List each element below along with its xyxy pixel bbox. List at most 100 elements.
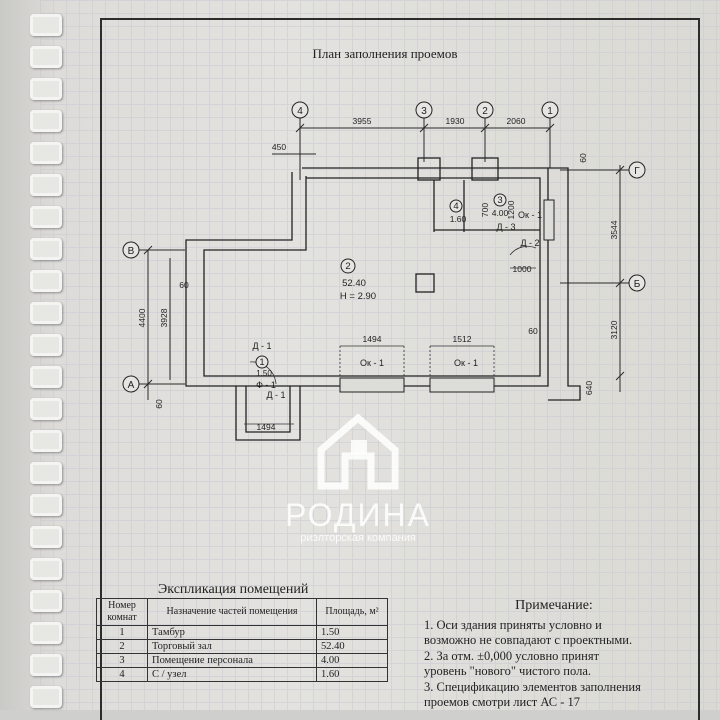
explication-table: Номер комнат Назначение частей помещения… xyxy=(96,598,388,682)
binding-ring xyxy=(30,686,62,708)
table-row: 2 Торговый зал 52.40 xyxy=(96,639,388,654)
dimension-tick xyxy=(615,371,625,381)
room-area: 1.50 xyxy=(256,369,272,378)
dimension-label: 60 xyxy=(179,280,189,290)
room-number: 3 xyxy=(497,195,502,206)
window-label: Ок - 1 xyxy=(360,358,384,368)
binding-ring xyxy=(30,366,62,388)
binding-ring xyxy=(30,270,62,292)
dimension-tick xyxy=(143,245,153,255)
watermark-name: РОДИНА xyxy=(285,497,431,533)
binding-ring xyxy=(30,174,62,196)
table-cell: 1 xyxy=(96,625,148,640)
table-row: 1 Тамбур 1.50 xyxy=(96,625,388,640)
table-cell: 1.60 xyxy=(316,667,388,682)
axis-label: В xyxy=(128,246,135,257)
window-ok1 xyxy=(543,199,555,241)
binding-ring xyxy=(30,494,62,516)
watermark: РОДИНА риэлторская компания xyxy=(258,410,458,544)
dimension-label: 1930 xyxy=(446,116,465,126)
binding-ring xyxy=(30,462,62,484)
door-label: Ф - 1 xyxy=(256,380,276,390)
binding-ring xyxy=(30,430,62,452)
table-cell: 4.00 xyxy=(316,653,388,668)
table-cell: 4 xyxy=(96,667,148,682)
dimension-tick xyxy=(143,379,153,389)
table-cell: С / узел xyxy=(147,667,317,682)
dimension-label: 3544 xyxy=(609,220,619,239)
table-cell: Помещение персонала xyxy=(147,653,317,668)
door-label: Д - 1 xyxy=(266,390,285,400)
table-cell: 1.50 xyxy=(316,625,388,640)
window-label: Ок - 1 xyxy=(518,210,542,220)
axis-label: 4 xyxy=(297,106,303,117)
window-ok1 xyxy=(429,377,495,393)
axis-label: Б xyxy=(634,279,641,290)
note-line: 1. Оси здания приняты условно и xyxy=(424,617,602,632)
window-ok1 xyxy=(339,377,405,393)
note-line: 2. За отм. ±0,000 условно принят xyxy=(424,648,600,663)
room-number: 2 xyxy=(345,261,350,272)
axis-label: Г xyxy=(634,166,640,177)
binding-ring xyxy=(30,78,62,100)
note-line: возможно не совпадают с проектными. xyxy=(424,633,633,647)
note-line: 3. Спецификацию элементов заполнения xyxy=(424,679,641,694)
window-label: Ок - 1 xyxy=(454,358,478,368)
axis-bubble xyxy=(628,274,646,292)
notes-block: Примечание: 1. Оси здания приняты условн… xyxy=(424,598,720,711)
drawing-frame xyxy=(100,18,700,720)
binding-ring xyxy=(30,46,62,68)
table-row: 4 С / узел 1.60 xyxy=(96,667,388,682)
inner-wall xyxy=(203,176,541,377)
explication-title: Экспликация помещений xyxy=(158,582,309,597)
table-cell: 3 xyxy=(96,653,148,668)
house-logo-icon xyxy=(317,413,399,490)
binding-ring xyxy=(30,110,62,132)
room-area: 1.60 xyxy=(450,214,467,224)
axis-label: А xyxy=(128,380,135,391)
table-cell: Тамбур xyxy=(147,625,317,640)
dimension-label: 1494 xyxy=(257,422,276,432)
axis-bubble xyxy=(415,101,433,119)
door-swing xyxy=(509,245,537,256)
dimension-label: 1200 xyxy=(506,200,516,219)
door-swing xyxy=(249,361,277,385)
dimension-tick xyxy=(615,165,625,175)
binding-ring xyxy=(30,238,62,260)
outer-wall xyxy=(548,167,581,401)
table-header-row: Номер комнат Назначение частей помещения… xyxy=(96,598,388,626)
axis-bubble xyxy=(541,101,559,119)
note-line: уровень "нового" чистого пола. xyxy=(424,664,591,678)
dimension-label: 640 xyxy=(584,381,594,395)
column xyxy=(471,157,499,181)
room-number: 4 xyxy=(453,201,458,212)
dimension-tick xyxy=(615,278,625,288)
axis-label: 2 xyxy=(482,106,488,117)
axis-label: 1 xyxy=(547,106,553,117)
vestibule-wall xyxy=(235,386,301,441)
dimension-label: 2060 xyxy=(507,116,526,126)
room-area: 52.40 xyxy=(342,278,366,289)
table-cell: 2 xyxy=(96,639,148,654)
room-bubble xyxy=(340,258,356,274)
graph-paper-grid xyxy=(40,0,720,710)
column-header: Назначение частей помещения xyxy=(147,598,317,626)
binding-ring xyxy=(30,622,62,644)
binding-ring xyxy=(30,14,62,36)
axis-bubble xyxy=(476,101,494,119)
room-height: H = 2.90 xyxy=(340,291,376,302)
dimension-label: 450 xyxy=(272,142,286,152)
room-area: 4.00 xyxy=(492,208,509,218)
watermark-subtitle: риэлторская компания xyxy=(300,532,416,544)
dimension-label: 1000 xyxy=(513,264,532,274)
axis-bubble xyxy=(291,101,309,119)
column xyxy=(417,157,441,181)
axis-bubble xyxy=(628,161,646,179)
room-bubble xyxy=(449,199,463,213)
binding-ring xyxy=(30,334,62,356)
dimension-label: 1512 xyxy=(453,334,472,344)
axis-bubble xyxy=(122,375,140,393)
axis-label: 3 xyxy=(421,106,427,117)
door-label: Д - 2 xyxy=(520,238,539,248)
binding-ring xyxy=(30,558,62,580)
